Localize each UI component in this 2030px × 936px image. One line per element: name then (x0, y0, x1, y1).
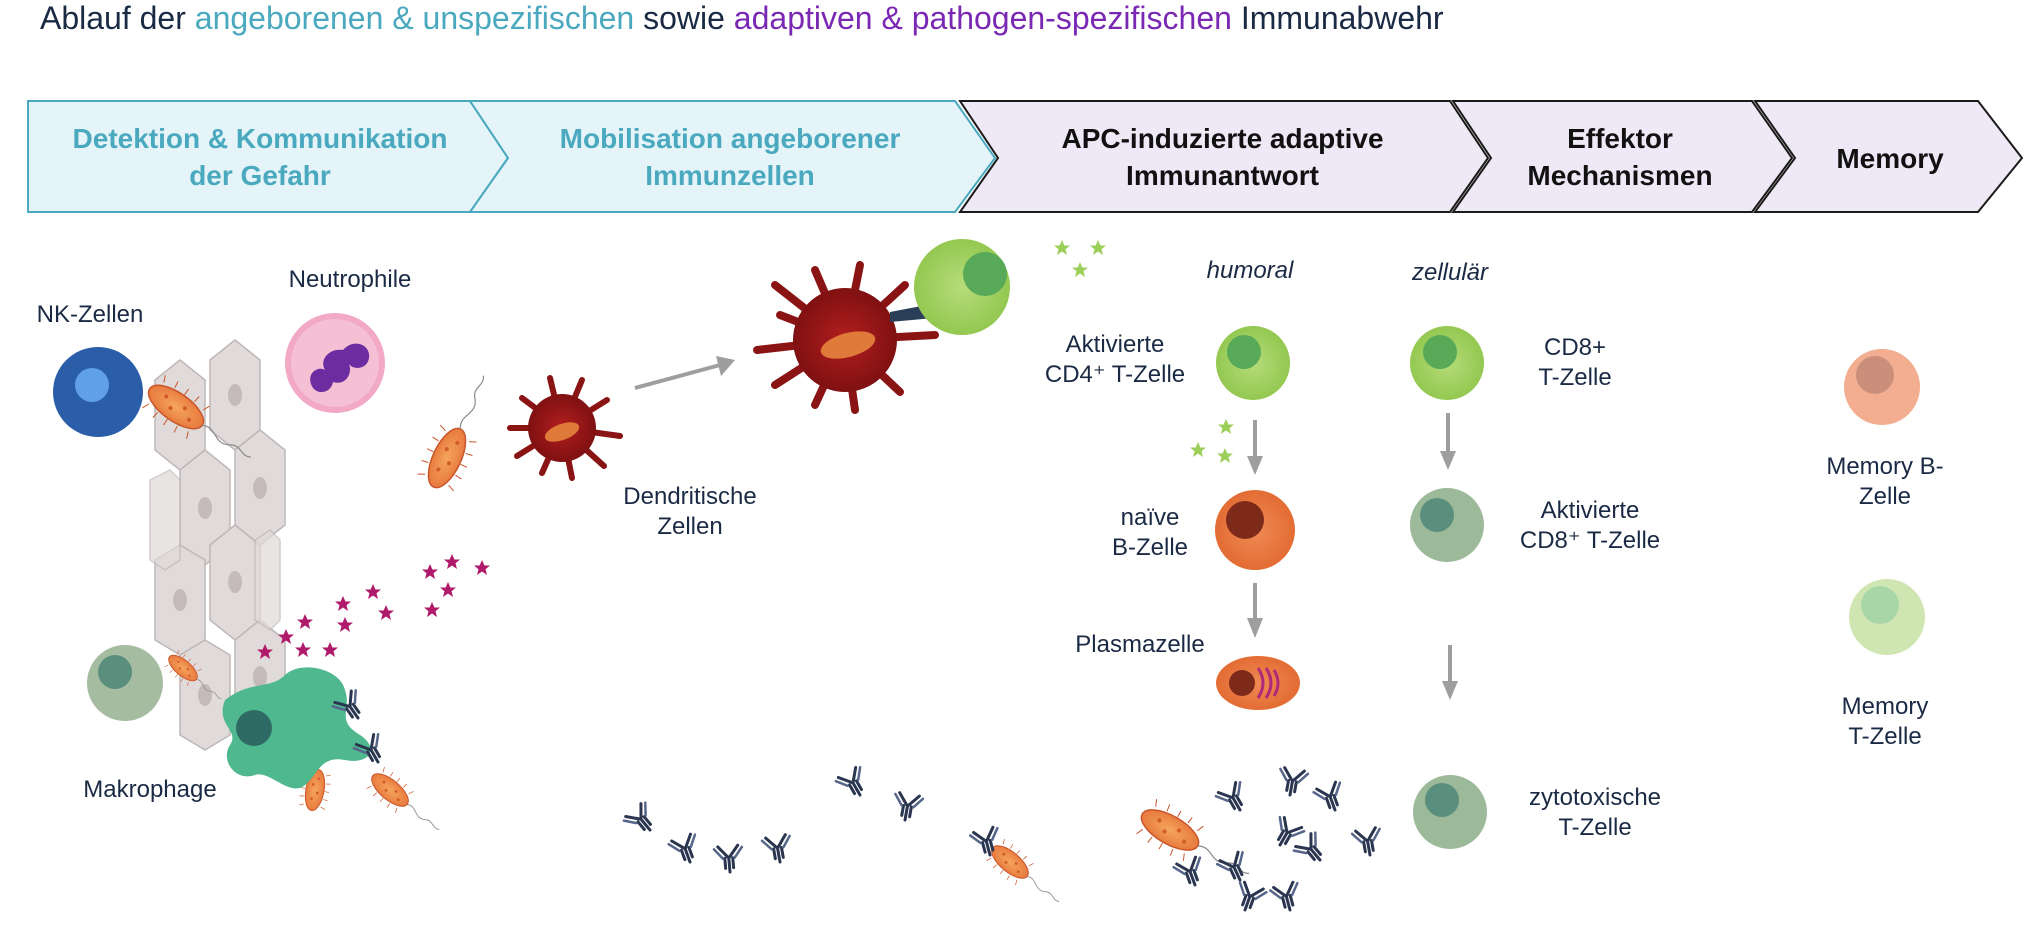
nk-cell (53, 347, 143, 437)
arrow-cd4-to-bcell (1247, 420, 1263, 475)
memb-label-line-1: Memory B- (1826, 453, 1944, 480)
arrow-cd8-to-activated (1440, 413, 1456, 470)
zellular-label: zellulär (1411, 259, 1489, 286)
dendritic-cell-large (753, 261, 940, 414)
naive-b-cell-label: naïve B-Zelle (1080, 503, 1220, 563)
activated-cd8-label: Aktivierte CD8⁺ T-Zelle (1505, 496, 1675, 556)
antibody-cluster-bottom-left (621, 763, 1006, 875)
plasma-cell (1216, 656, 1300, 710)
dendritic-label-line-2: Zellen (657, 513, 723, 540)
cd8-label-line-1: CD8+ (1543, 334, 1607, 361)
epithelial-tissue (149, 339, 286, 751)
step-4-chevron (1451, 100, 1794, 213)
step-3-line-2: Immunantwort (1126, 160, 1319, 191)
diagram-title: Ablauf der angeborenen & unspezifischen … (40, 0, 1444, 37)
dendritic-cells-label: Dendritische Zellen (600, 482, 780, 542)
step-1-line-2: der Gefahr (189, 160, 331, 191)
activated-cd8-t-cell (1410, 488, 1484, 562)
step-3-line-1: APC-induzierte adaptive (1061, 123, 1384, 154)
humoral-label: humoral (1206, 257, 1294, 284)
cd8-t-cell (1410, 326, 1484, 400)
step-1-line-1: Detektion & Kommunikation (72, 123, 448, 154)
step-5-line-1: Memory (1836, 143, 1944, 174)
step-4-line-1: Effektor (1567, 123, 1673, 154)
memt-label-line-1: Memory (1841, 693, 1929, 720)
step-2-chevron (468, 100, 997, 213)
title-part-3: sowie (634, 0, 734, 36)
cd8a-label-line-2: CD8⁺ T-Zelle (1519, 527, 1661, 554)
activated-t-cell-top (914, 239, 1010, 335)
dendritic-label-line-1: Dendritische (623, 483, 757, 510)
green-cytokine-stars-top (1054, 240, 1106, 277)
step-3-label: APC-induzierte adaptive Immunantwort (1000, 120, 1445, 194)
naive-label-line-2: B-Zelle (1111, 534, 1189, 561)
memory-t-cell-label: Memory T-Zelle (1810, 692, 1960, 752)
zyto-label-line-1: zytotoxische (1528, 784, 1662, 811)
step-2-label: Mobilisation angeborener Immunzellen (510, 120, 950, 194)
neutrophil-cell (285, 313, 385, 413)
cd4-label-line-1: Aktivierte (1065, 331, 1165, 358)
arrow-activated-to-cytotoxic (1442, 645, 1458, 700)
memt-label-line-2: T-Zelle (1848, 723, 1922, 750)
step-2-line-1: Mobilisation angeborener (559, 123, 901, 154)
neutrophile-label: Neutrophile (288, 266, 412, 293)
cytotoxic-label: zytotoxische T-Zelle (1510, 783, 1680, 843)
naive-b-cell (1215, 490, 1295, 570)
makrophage-label: Makrophage (83, 776, 217, 803)
cd4-t-cell-label: Aktivierte CD4⁺ T-Zelle (1040, 330, 1190, 390)
bacterium-6 (982, 835, 1069, 915)
step-1-label: Detektion & Kommunikation der Gefahr (40, 120, 480, 194)
memory-b-cell-label: Memory B- Zelle (1810, 452, 1960, 512)
migration-arrow (634, 356, 735, 390)
dendritic-cell-small (507, 375, 623, 481)
cd8a-label-line-1: Aktivierte (1540, 497, 1640, 524)
step-4-line-2: Mechanismen (1527, 160, 1713, 191)
antibody-cluster-bottom-right (1171, 765, 1386, 917)
zyto-label-line-2: T-Zelle (1558, 814, 1632, 841)
green-cytokine-stars (1190, 419, 1234, 463)
cd8-label-line-2: T-Zelle (1538, 364, 1612, 391)
memory-b-cell (1844, 349, 1920, 425)
plasmazelle-label: Plasmazelle (1075, 631, 1205, 658)
cd4-label-line-2: CD4⁺ T-Zelle (1044, 361, 1186, 388)
nk-cells-label: NK-Zellen (36, 301, 144, 328)
monocyte-cell (87, 645, 163, 721)
cytotoxic-t-cell (1413, 775, 1487, 849)
title-innate-phrase: angeborenen & unspezifischen (194, 0, 635, 36)
bacterium-5 (362, 763, 449, 843)
step-2-line-2: Immunzellen (645, 160, 815, 191)
memory-t-cell (1849, 579, 1925, 655)
bacterium-2 (412, 366, 506, 498)
naive-label-line-1: naïve (1120, 504, 1180, 531)
title-part-1: Ablauf der (40, 0, 195, 36)
title-part-5: Immunabwehr (1231, 0, 1444, 36)
memb-label-line-2: Zelle (1858, 483, 1912, 510)
cytokine-stars (257, 554, 490, 659)
step-5-label: Memory (1795, 140, 1985, 177)
step-3-chevron (958, 100, 1490, 213)
arrow-bcell-to-plasma (1247, 583, 1263, 638)
macrophage-cell (222, 667, 371, 789)
step-5-chevron (1753, 100, 2024, 213)
cd4-t-cell (1216, 326, 1290, 400)
cd8-t-cell-label: CD8+ T-Zelle (1510, 333, 1640, 393)
title-adaptive-phrase: adaptiven & pathogen-spezifischen (733, 0, 1232, 36)
step-4-label: Effektor Mechanismen (1495, 120, 1745, 194)
